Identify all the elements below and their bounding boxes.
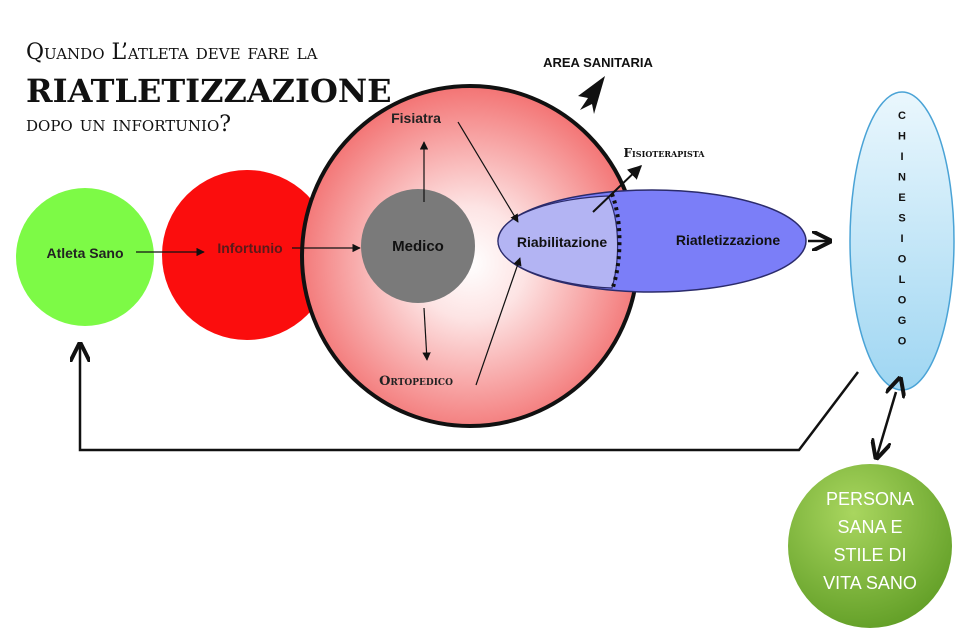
label-atleta-sano: Atleta Sano — [46, 245, 123, 261]
boundary-dotted — [610, 193, 622, 291]
label-fisioterapista: Fisioterapista — [624, 146, 706, 160]
chinesiologo-letter: O — [898, 336, 907, 348]
title-line-3: dopo un infortunio? — [26, 112, 232, 137]
chinesiologo-letter: I — [900, 151, 903, 163]
chinesiologo-letter: L — [899, 274, 906, 286]
arrow-return-loop — [80, 346, 859, 452]
chinesiologo-letter: O — [898, 295, 907, 307]
medico-circle — [361, 189, 475, 303]
chinesiologo-letter: I — [900, 233, 903, 245]
arrow-fisioterapista — [592, 165, 643, 213]
chinesiologo-letter: G — [898, 315, 907, 327]
persona-sana-circle — [788, 464, 952, 628]
chinesiologo-letter: H — [898, 131, 906, 143]
label-ortopedico: Ortopedico — [379, 374, 453, 389]
arrow-fisiatra-riabilitazione — [457, 121, 519, 223]
arrow-chinesiologo-persona — [877, 392, 896, 456]
label-area-sanitaria: AREA SANITARIA — [543, 55, 653, 70]
atleta-sano-circle — [16, 188, 154, 326]
chinesiologo-letter: C — [898, 110, 906, 122]
area-sanitaria-arrow-icon — [578, 76, 605, 114]
chinesiologo-letter: S — [898, 213, 905, 225]
persona-line: STILE DI — [833, 545, 906, 565]
persona-line: VITA SANO — [823, 573, 917, 593]
label-riabilitazione: Riabilitazione — [517, 234, 607, 250]
label-persona-sana: PERSONA SANA E STILE DI VITA SANO — [823, 489, 917, 593]
label-infortunio: Infortunio — [217, 240, 282, 256]
riabilitazione-fill — [497, 195, 619, 289]
label-fisiatra: Fisiatra — [391, 110, 441, 126]
persona-line: SANA E — [837, 517, 902, 537]
chinesiologo-letter: O — [898, 254, 907, 266]
label-medico: Medico — [392, 238, 444, 255]
title-line-2: RIATLETIZZAZIONE — [26, 72, 392, 110]
chinesiologo-letter: E — [898, 192, 905, 204]
title-line-1: Quando L’atleta deve fare la — [26, 40, 318, 65]
persona-line: PERSONA — [826, 489, 914, 509]
arrow-ortopedico-riabilitazione — [475, 257, 522, 386]
infortunio-circle — [162, 170, 332, 340]
chinesiologo-letter: N — [898, 172, 906, 184]
arrow-medico-ortopedico — [422, 307, 431, 361]
label-riatletizzazione: Riatletizzazione — [676, 232, 780, 248]
